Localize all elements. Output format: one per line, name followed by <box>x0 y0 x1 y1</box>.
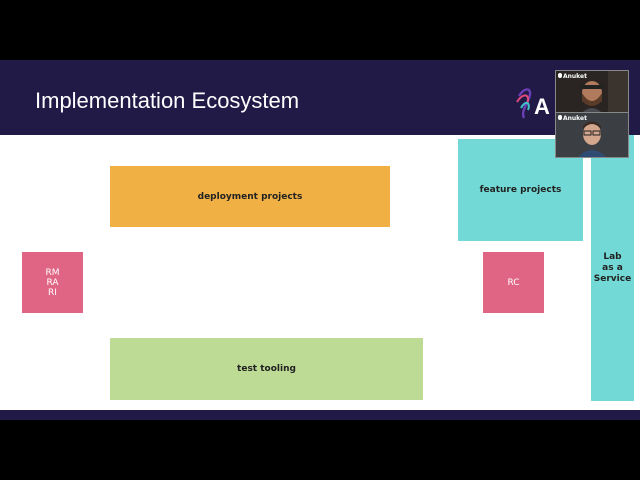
lab-as-a-service-box: Lab as a Service <box>591 135 634 401</box>
rc-label: RC <box>507 277 520 288</box>
ri-label: RI <box>48 287 57 298</box>
lab-label-line: Lab <box>603 251 622 262</box>
video-tile-participant-2[interactable]: Anuket <box>555 112 629 158</box>
deployment-projects-box: deployment projects <box>110 166 390 227</box>
anuket-logo-icon: A <box>516 88 550 119</box>
microphone-icon <box>558 73 562 78</box>
logo-letter: A <box>534 94 550 119</box>
deployment-projects-label: deployment projects <box>197 191 303 202</box>
participant-1-video-feed <box>556 71 628 115</box>
test-tooling-box: test tooling <box>110 338 423 400</box>
slide-bottom-bar <box>0 410 640 420</box>
ra-label: RA <box>46 277 59 288</box>
presentation-slide: Implementation Ecosystem A deployment pr… <box>0 60 640 420</box>
video-tile-participant-1[interactable]: Anuket <box>555 70 629 116</box>
lab-label-line: Service <box>593 273 632 284</box>
slide-title: Implementation Ecosystem <box>35 88 300 113</box>
rm-label: RM <box>45 267 60 278</box>
feature-projects-label: feature projects <box>479 185 562 195</box>
participant-2-video-feed <box>556 113 628 157</box>
lab-label-line: as a <box>602 262 623 273</box>
slide-title-bar: Implementation Ecosystem A <box>0 60 640 135</box>
microphone-icon <box>558 115 562 120</box>
rm-ra-ri-box: RM RA RI <box>22 252 83 313</box>
participant-name: Anuket <box>563 115 587 122</box>
test-tooling-label: test tooling <box>237 364 296 374</box>
participant-name: Anuket <box>563 73 587 80</box>
rc-box: RC <box>483 252 544 313</box>
